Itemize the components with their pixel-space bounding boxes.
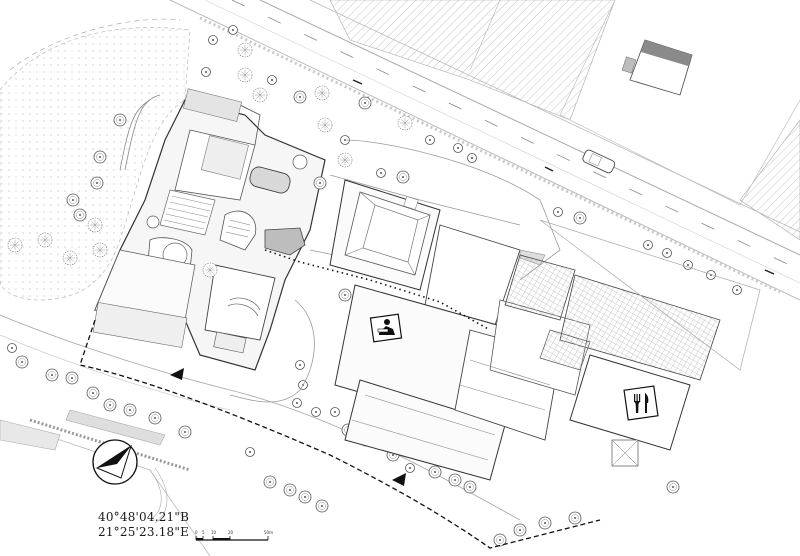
scale-tick-label: 50m (264, 530, 273, 535)
field-hatched-north (329, 0, 616, 121)
house-building (621, 39, 693, 96)
scale-bar: 0 5 10 20 50m (195, 530, 273, 541)
north-arrow-arc (149, 467, 168, 524)
scale-tick-label: 5 (202, 530, 205, 535)
scale-tick-label: 20 (228, 530, 234, 535)
entrance-triangle-icon (392, 473, 406, 486)
scale-tick-label: 0 (195, 530, 198, 535)
scale-tick-label: 10 (211, 530, 217, 535)
school-building-main (92, 88, 326, 371)
latitude-label: 40°48'04.21"B (98, 510, 190, 524)
car (582, 149, 616, 174)
main-road (169, 0, 800, 301)
site-boundary (79, 319, 601, 549)
north-arrow-icon (92, 439, 138, 485)
fork-and-knife-icon (623, 385, 659, 421)
entrance-triangle-icon (170, 368, 184, 380)
reading-figure-icon (369, 313, 403, 343)
longitude-label: 21°25'23.18"E (98, 525, 190, 539)
left-bottom-strip (0, 409, 166, 451)
parcel-lines (469, 0, 800, 206)
road-lane-marks (352, 79, 775, 275)
central-building (329, 179, 546, 326)
field-east (739, 119, 800, 241)
lawn-dotted-west (0, 18, 191, 301)
wall-curve-left (119, 94, 161, 171)
east-blocks (504, 219, 761, 467)
